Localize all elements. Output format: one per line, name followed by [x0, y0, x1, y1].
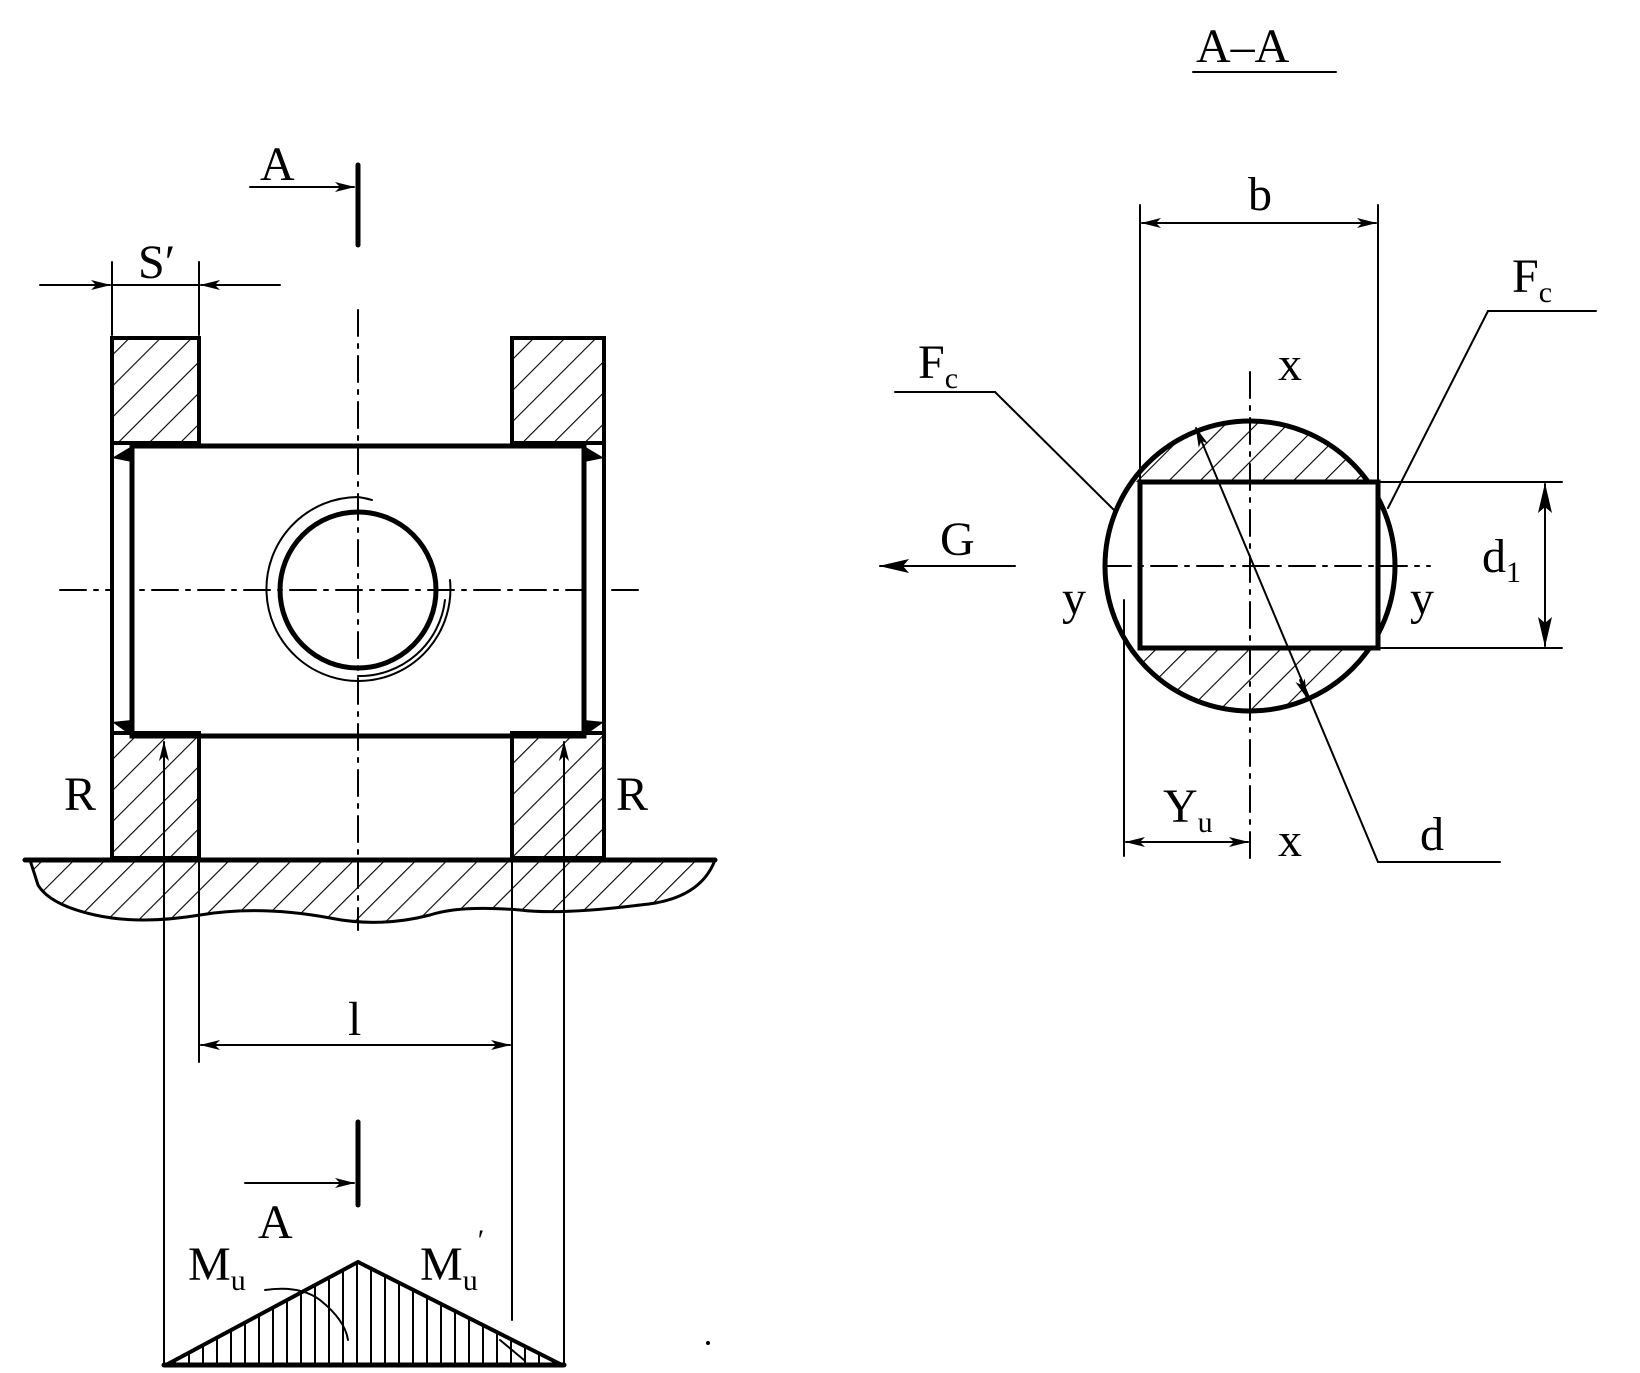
section-mark-bottom: A	[258, 1196, 293, 1249]
moment-label-right: Mu′	[420, 1224, 484, 1297]
section-view: A–A b x x y y G Fc Fc d1	[879, 20, 1597, 867]
left-side-strip	[110, 441, 134, 735]
x-label-bottom: x	[1278, 814, 1302, 867]
g-label: G	[940, 513, 975, 566]
x-label-top: x	[1278, 338, 1302, 391]
right-side-strip	[582, 441, 606, 735]
moment-leader	[264, 1287, 349, 1341]
d-arrow-lower	[1295, 678, 1308, 699]
lower-right-support	[510, 731, 606, 860]
moment-right-tick	[499, 1339, 525, 1361]
section-title: A–A	[1196, 20, 1290, 73]
hole-weld-spiral	[265, 496, 452, 682]
base-plate	[27, 858, 718, 924]
central-hole	[277, 509, 439, 671]
reaction-label-right: R	[616, 768, 648, 821]
d-diameter-line	[1195, 427, 1379, 863]
b-label: b	[1248, 168, 1272, 221]
upper-right-support	[510, 336, 606, 445]
fc-left-label: Fc	[918, 336, 958, 395]
fc-right-label: Fc	[1512, 250, 1552, 309]
weld-top-right	[584, 446, 604, 462]
d-label: d	[1420, 808, 1444, 861]
hole-weld-spiral-inner	[357, 599, 446, 678]
s-prime-label: S′	[138, 236, 175, 289]
lower-left-support	[110, 731, 201, 860]
left-view: A S′ R R	[22, 138, 718, 1368]
weld-bottom-right	[584, 720, 604, 736]
moment-label-left: Mu	[188, 1238, 246, 1297]
weld-top-left	[112, 446, 132, 462]
upper-left-support	[110, 336, 201, 445]
span-label: l	[348, 993, 361, 1046]
yu-label: Yu	[1163, 780, 1213, 839]
stray-dot	[706, 1341, 710, 1345]
fc-left-leader	[994, 391, 1117, 513]
d1-label: d1	[1482, 530, 1521, 589]
section-mark-top: A	[260, 138, 295, 191]
y-label-left: y	[1062, 572, 1086, 625]
weld-bottom-left	[112, 720, 132, 736]
reaction-label-left: R	[64, 768, 96, 821]
central-block	[129, 443, 587, 739]
y-label-right: y	[1410, 572, 1434, 625]
fc-right-leader	[1387, 310, 1489, 509]
